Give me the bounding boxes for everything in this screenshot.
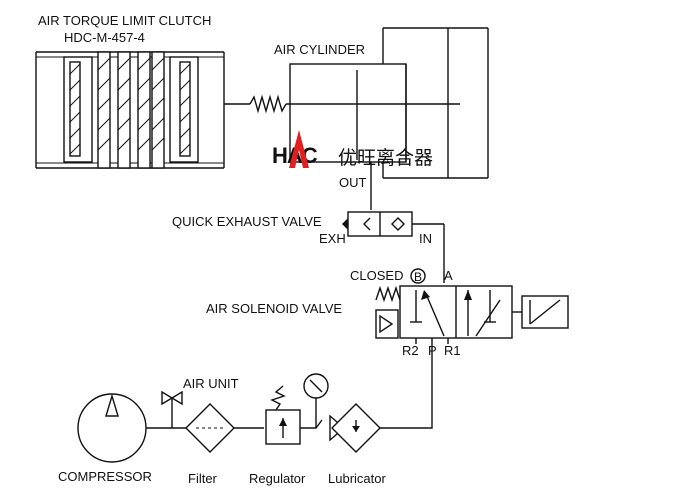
clutch-hatch xyxy=(69,57,191,155)
lubricator-icon xyxy=(331,403,381,453)
stop-valve-icon xyxy=(161,390,183,428)
closed-marker-icon xyxy=(410,268,426,284)
clutch-title: AIR TORQUE LIMIT CLUTCH xyxy=(38,13,211,28)
filter-icon xyxy=(185,403,235,453)
qev-out-label: OUT xyxy=(339,175,367,190)
quick-exhaust-valve xyxy=(342,211,445,283)
filter-label: Filter xyxy=(188,471,218,486)
solenoid-port-r2: R2 xyxy=(402,343,419,358)
cylinder-label: AIR CYLINDER xyxy=(274,42,365,57)
regulator-icon xyxy=(265,373,346,445)
compressor-icon xyxy=(77,393,147,463)
hac-logo: HAC 优旺离合器 xyxy=(272,130,433,169)
qev-exh-label: EXH xyxy=(319,231,346,246)
logo-text: 优旺离合器 xyxy=(338,147,433,169)
qev-in-label: IN xyxy=(419,231,432,246)
solenoid-label: AIR SOLENOID VALVE xyxy=(206,301,342,316)
air-solenoid-valve xyxy=(375,285,569,344)
regulator-label: Regulator xyxy=(249,471,306,486)
closed-marker-letter: B xyxy=(414,270,422,284)
logo-accent-icon xyxy=(289,130,309,168)
air-unit-label: AIR UNIT xyxy=(183,376,239,391)
compressor-label: COMPRESSOR xyxy=(58,469,152,484)
solenoid-port-a: A xyxy=(444,268,453,283)
solenoid-closed-label: CLOSED xyxy=(350,268,403,283)
lubricator-label: Lubricator xyxy=(328,471,386,486)
clutch-model: HDC-M-457-4 xyxy=(64,30,145,45)
spring-icon xyxy=(249,94,287,114)
clutch-body xyxy=(35,51,225,169)
qev-label: QUICK EXHAUST VALVE xyxy=(172,214,322,229)
pipe-p-supply xyxy=(380,344,433,429)
air-cylinder xyxy=(289,27,489,179)
solenoid-port-r1: R1 xyxy=(444,343,461,358)
